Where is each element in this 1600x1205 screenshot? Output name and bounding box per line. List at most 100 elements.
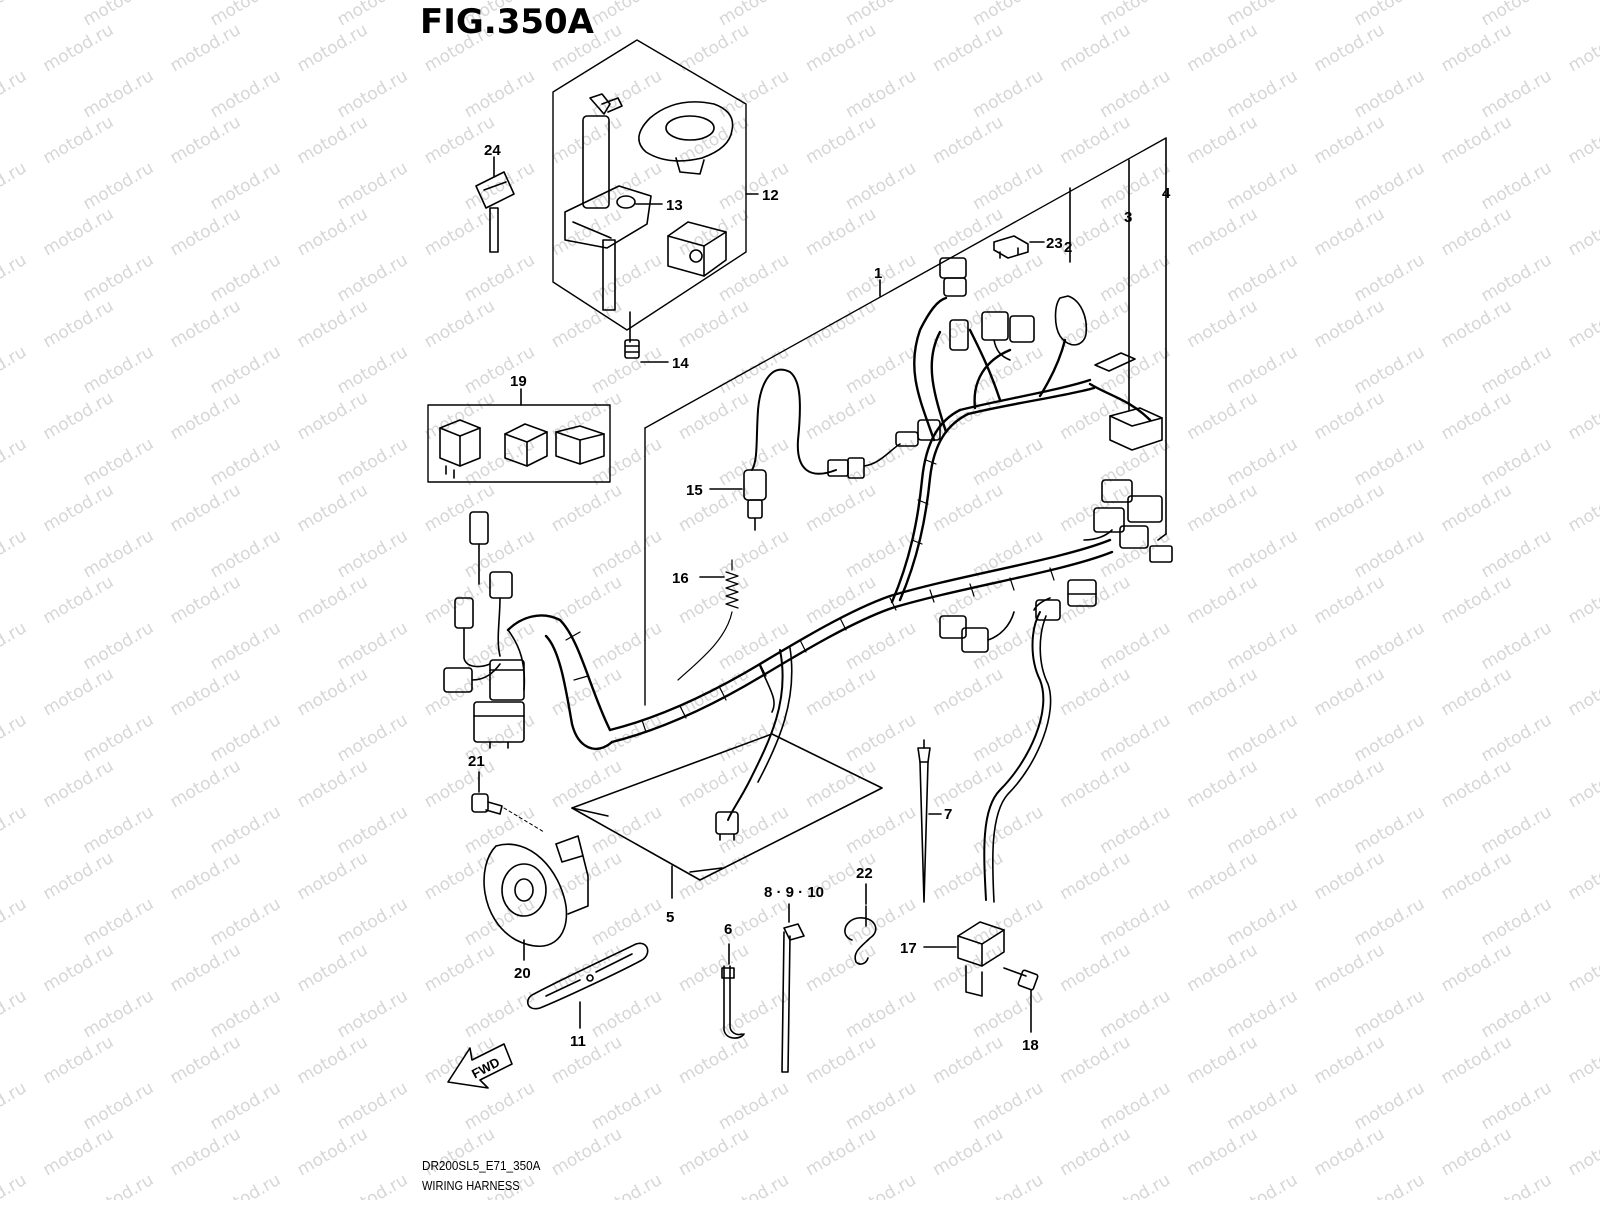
watermark-text: motod.ru xyxy=(588,526,666,582)
watermark-text: motod.ru xyxy=(1565,20,1600,76)
watermark-text: motod.ru xyxy=(842,986,920,1042)
watermark-text: motod.ru xyxy=(1351,894,1429,950)
watermark-text: motod.ru xyxy=(588,1170,666,1200)
watermark-text: motod.ru xyxy=(715,0,793,30)
watermark-text: motod.ru xyxy=(842,342,920,398)
watermark-text: motod.ru xyxy=(802,664,880,720)
watermark-text: motod.ru xyxy=(1478,1078,1556,1134)
watermark-text: motod.ru xyxy=(715,1078,793,1134)
watermark-text: motod.ru xyxy=(1056,1032,1134,1088)
watermark-text: motod.ru xyxy=(1478,250,1556,306)
watermark-text: motod.ru xyxy=(1056,20,1134,76)
watermark-text: motod.ru xyxy=(0,342,30,398)
watermark-text: motod.ru xyxy=(334,1170,412,1200)
watermark-text: motod.ru xyxy=(1351,0,1429,30)
harness-bracket-top xyxy=(644,137,1167,429)
watermark-text: motod.ru xyxy=(1565,480,1600,536)
watermark-text: motod.ru xyxy=(40,1124,118,1180)
callout-18: 18 xyxy=(1022,1037,1039,1054)
watermark-text: motod.ru xyxy=(334,526,412,582)
watermark-text: motod.ru xyxy=(675,848,753,904)
watermark-text: motod.ru xyxy=(1184,20,1262,76)
callout-20: 20 xyxy=(514,965,531,982)
watermark-text: motod.ru xyxy=(802,204,880,260)
watermark-text: motod.ru xyxy=(207,894,285,950)
cable-ties-8-9-10 xyxy=(781,923,805,1073)
watermark-text: motod.ru xyxy=(969,1170,1047,1200)
watermark-text: motod.ru xyxy=(80,342,158,398)
watermark-text: motod.ru xyxy=(842,802,920,858)
watermark-text: motod.ru xyxy=(1351,802,1429,858)
watermark-text: motod.ru xyxy=(167,940,245,996)
watermark-text: motod.ru xyxy=(802,1032,880,1088)
watermark-text: motod.ru xyxy=(1478,342,1556,398)
watermark-text: motod.ru xyxy=(675,940,753,996)
watermark-text: motod.ru xyxy=(1311,756,1389,812)
watermark-text: motod.ru xyxy=(40,572,118,628)
watermark-text: motod.ru xyxy=(294,20,372,76)
watermark-text: motod.ru xyxy=(1224,1170,1302,1200)
watermark-text: motod.ru xyxy=(294,664,372,720)
watermark-text: motod.ru xyxy=(1056,1124,1134,1180)
watermark-text: motod.ru xyxy=(1351,434,1429,490)
watermark-text: motod.ru xyxy=(167,1032,245,1088)
watermark-text: motod.ru xyxy=(929,572,1007,628)
harness-tape-marks xyxy=(565,459,1055,733)
watermark-text: motod.ru xyxy=(334,158,412,214)
watermark-text: motod.ru xyxy=(0,0,30,30)
watermark-text: motod.ru xyxy=(802,112,880,168)
watermark-text: motod.ru xyxy=(675,756,753,812)
callout-16: 16 xyxy=(672,570,689,587)
watermark-text: motod.ru xyxy=(1184,572,1262,628)
lock-cover xyxy=(667,221,727,277)
watermark-text: motod.ru xyxy=(80,0,158,30)
watermark-text: motod.ru xyxy=(842,710,920,766)
watermark-text: motod.ru xyxy=(1565,1124,1600,1180)
watermark-text: motod.ru xyxy=(929,664,1007,720)
watermark-text: motod.ru xyxy=(969,66,1047,122)
watermark-text: motod.ru xyxy=(1351,618,1429,674)
watermark-text: motod.ru xyxy=(207,526,285,582)
key-24 xyxy=(475,171,515,253)
watermark-text: motod.ru xyxy=(207,1078,285,1134)
watermark-text: motod.ru xyxy=(1565,296,1600,352)
watermark-text: motod.ru xyxy=(40,756,118,812)
watermark-text: motod.ru xyxy=(1224,710,1302,766)
watermark-text: motod.ru xyxy=(715,66,793,122)
watermark-text: motod.ru xyxy=(1096,618,1174,674)
callout-labels: 1 2 3 4 5 6 7 8 · 9 · 10 11 12 13 14 15 … xyxy=(468,142,1171,1081)
watermark-text: motod.ru xyxy=(207,0,285,30)
watermark-text: motod.ru xyxy=(588,250,666,306)
watermark-text: motod.ru xyxy=(80,434,158,490)
watermark-text: motod.ru xyxy=(1056,388,1134,444)
watermark-text: motod.ru xyxy=(548,388,626,444)
watermark-text: motod.ru xyxy=(167,480,245,536)
watermark-text: motod.ru xyxy=(1311,1124,1389,1180)
watermark-text: motod.ru xyxy=(1351,986,1429,1042)
watermark-text: motod.ru xyxy=(1351,342,1429,398)
watermark-text: motod.ru xyxy=(1565,112,1600,168)
watermark-text: motod.ru xyxy=(294,572,372,628)
watermark-text: motod.ru xyxy=(80,710,158,766)
watermark-text: motod.ru xyxy=(1438,664,1516,720)
watermark-text: motod.ru xyxy=(80,250,158,306)
watermark-text: motod.ru xyxy=(334,434,412,490)
watermark-text: motod.ru xyxy=(1311,20,1389,76)
watermark-text: motod.ru xyxy=(334,0,412,30)
watermark-text: motod.ru xyxy=(715,526,793,582)
callout-15: 15 xyxy=(686,482,703,499)
watermark-text: motod.ru xyxy=(1351,1078,1429,1134)
watermark-text: motod.ru xyxy=(969,434,1047,490)
watermark-text: motod.ru xyxy=(1224,250,1302,306)
watermark-text: motod.ru xyxy=(548,112,626,168)
watermark-text: motod.ru xyxy=(715,986,793,1042)
watermark-text: motod.ru xyxy=(421,112,499,168)
watermark-text: motod.ru xyxy=(715,802,793,858)
watermark-text: motod.ru xyxy=(461,158,539,214)
clamp-6 xyxy=(721,965,745,1039)
watermark-text: motod.ru xyxy=(0,1170,30,1200)
watermark-text: motod.ru xyxy=(334,894,412,950)
watermark-text: motod.ru xyxy=(969,158,1047,214)
watermark-text: motod.ru xyxy=(1565,848,1600,904)
watermark-text: motod.ru xyxy=(294,848,372,904)
